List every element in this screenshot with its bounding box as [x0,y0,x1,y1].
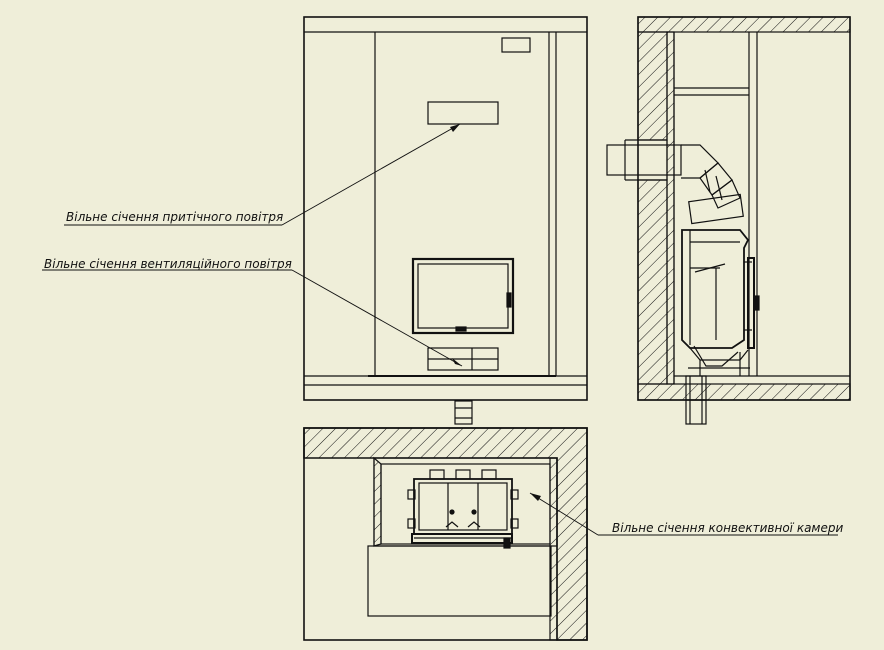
label-supply-air: Вільне січення притічного повітря [66,210,283,224]
supply-air-grille [427,101,499,125]
plan-view [303,427,838,641]
leader-supply-air [281,123,461,226]
leader-ventilation-air [291,269,463,367]
side-section [606,16,851,425]
flue-pipe-side [606,139,744,225]
hearth-slab [367,545,552,617]
firebox-door [411,257,515,335]
firebox-plan [407,469,519,549]
air-inlet-duct [685,375,707,425]
leader-convection [529,492,599,536]
firebox-side [681,229,760,376]
label-ventilation-air: Вільне січення вентиляційного повітря [44,257,292,271]
label-convection-chamber: Вільне січення конвективної камери [612,521,843,535]
front-view [42,16,588,401]
flue-stub [454,400,473,425]
